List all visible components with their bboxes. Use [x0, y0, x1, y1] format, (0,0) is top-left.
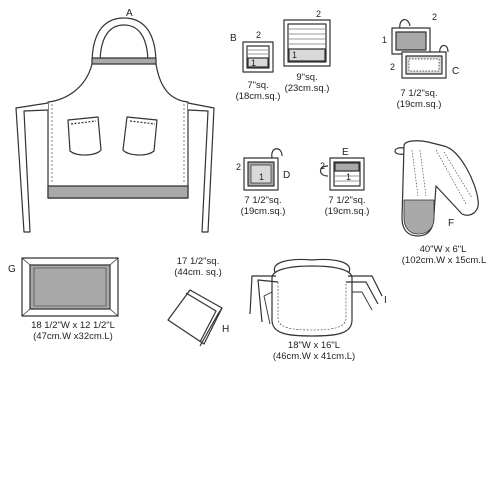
- piece-number: 2: [390, 62, 396, 72]
- size-caption: 18 1/2"W x 12 1/2"L: [31, 320, 115, 331]
- piece-number: 1: [382, 35, 388, 45]
- label-d: D: [283, 170, 291, 181]
- size-caption-metric: (102cm.W x 15cm.L: [401, 255, 487, 266]
- size-caption: 7"sq.: [247, 80, 269, 91]
- piece-number: 1: [346, 172, 352, 182]
- chair-cushion-drawing: [249, 258, 383, 337]
- napkin-drawing: [167, 289, 223, 347]
- size-caption-metric: (19cm.sq.): [240, 206, 286, 217]
- placemat-drawing: [21, 257, 119, 317]
- label-g: G: [8, 264, 16, 275]
- label-a: A: [126, 8, 133, 19]
- size-caption: 7 1/2"sq.: [328, 195, 366, 206]
- oven-mitt-drawing: [394, 140, 479, 237]
- size-caption: 18"W x 16"L: [287, 340, 341, 351]
- size-caption-metric: (46cm.W x 41cm.L): [272, 351, 356, 362]
- piece-number: 2: [256, 30, 262, 40]
- label-c: C: [452, 66, 460, 77]
- piece-number: 1: [259, 172, 265, 182]
- piece-number: 2: [316, 9, 322, 19]
- piece-number: 2: [320, 161, 326, 171]
- size-caption-metric: (19cm.sq.): [396, 99, 442, 110]
- piece-number: 2: [236, 162, 242, 172]
- size-caption-metric: (23cm.sq.): [284, 83, 330, 94]
- size-caption-metric: (19cm.sq.): [324, 206, 370, 217]
- piece-number: 1: [251, 58, 257, 68]
- piece-number: 1: [292, 50, 298, 60]
- label-i: I: [384, 295, 387, 306]
- label-h: H: [222, 324, 230, 335]
- size-caption: 17 1/2"sq.: [176, 256, 220, 267]
- size-caption: 7 1/2"sq.: [244, 195, 282, 206]
- potholder-pair-drawing: [391, 19, 449, 79]
- size-caption-metric: (44cm. sq.): [174, 267, 222, 278]
- apron-drawing: [15, 17, 215, 233]
- size-caption: 9"sq.: [296, 72, 318, 83]
- potholder-d-drawing: [243, 148, 283, 191]
- piece-number: 2: [432, 12, 438, 22]
- size-caption: 40"W x 6"L: [419, 244, 467, 255]
- label-e: E: [342, 147, 349, 158]
- potholder-e-drawing: [319, 157, 365, 191]
- size-caption-metric: (47cm.W x32cm.L): [33, 331, 113, 342]
- potholder-9in-drawing: [283, 19, 331, 67]
- potholder-7in-drawing: [242, 41, 274, 73]
- label-f: F: [448, 218, 455, 229]
- size-caption-metric: (18cm.sq.): [235, 91, 281, 102]
- size-caption: 7 1/2"sq.: [400, 88, 438, 99]
- label-b: B: [230, 33, 237, 44]
